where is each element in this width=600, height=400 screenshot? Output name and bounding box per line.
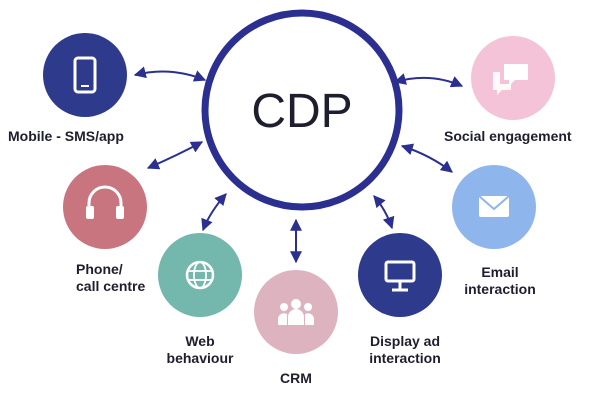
globe-icon [185,260,215,290]
connector-display [373,195,395,230]
label-email-line-2: interaction [464,281,536,297]
chat-bubbles-icon [493,64,528,95]
monitor-icon [384,260,416,292]
label-display-line-2: interaction [369,350,441,366]
node-display-circle [358,233,442,317]
node-crm [254,270,338,354]
label-display: Display ad interaction [360,333,450,367]
connector-phone [146,141,204,170]
label-email-line-1: Email [481,264,519,280]
cdp-label: CDP [251,85,352,138]
label-web-line-1: Web [185,333,215,349]
label-mobile: Mobile - SMS/app [8,128,124,144]
node-phone [63,165,147,249]
label-phone-line-1: Phone/ [76,261,123,277]
node-social [471,36,555,120]
label-web-line-2: behaviour [166,350,234,366]
connectors [133,66,464,264]
node-email [452,165,536,249]
node-display [358,233,442,317]
label-phone: Phone/ call centre [76,261,145,295]
envelope-icon [478,195,510,217]
cdp-ring [201,9,403,211]
cdp-hub: CDP [201,9,403,211]
node-mobile-circle [43,33,127,117]
connector-email [400,143,453,173]
label-email: Email interaction [461,264,539,298]
label-social: Social engagement [444,128,572,144]
smartphone-icon [73,56,97,94]
label-crm: CRM [280,370,312,386]
node-mobile [43,33,127,117]
node-phone-circle [63,165,147,249]
node-web [158,233,242,317]
headset-icon [86,185,124,219]
label-display-line-1: Display ad [369,333,441,349]
node-web-circle [158,233,242,317]
connector-web [201,193,227,232]
connector-mobile [133,66,207,82]
people-group-icon [278,299,314,325]
connector-social [393,73,464,88]
label-phone-line-2: call centre [76,278,146,294]
label-web: Web behaviour [165,333,235,367]
